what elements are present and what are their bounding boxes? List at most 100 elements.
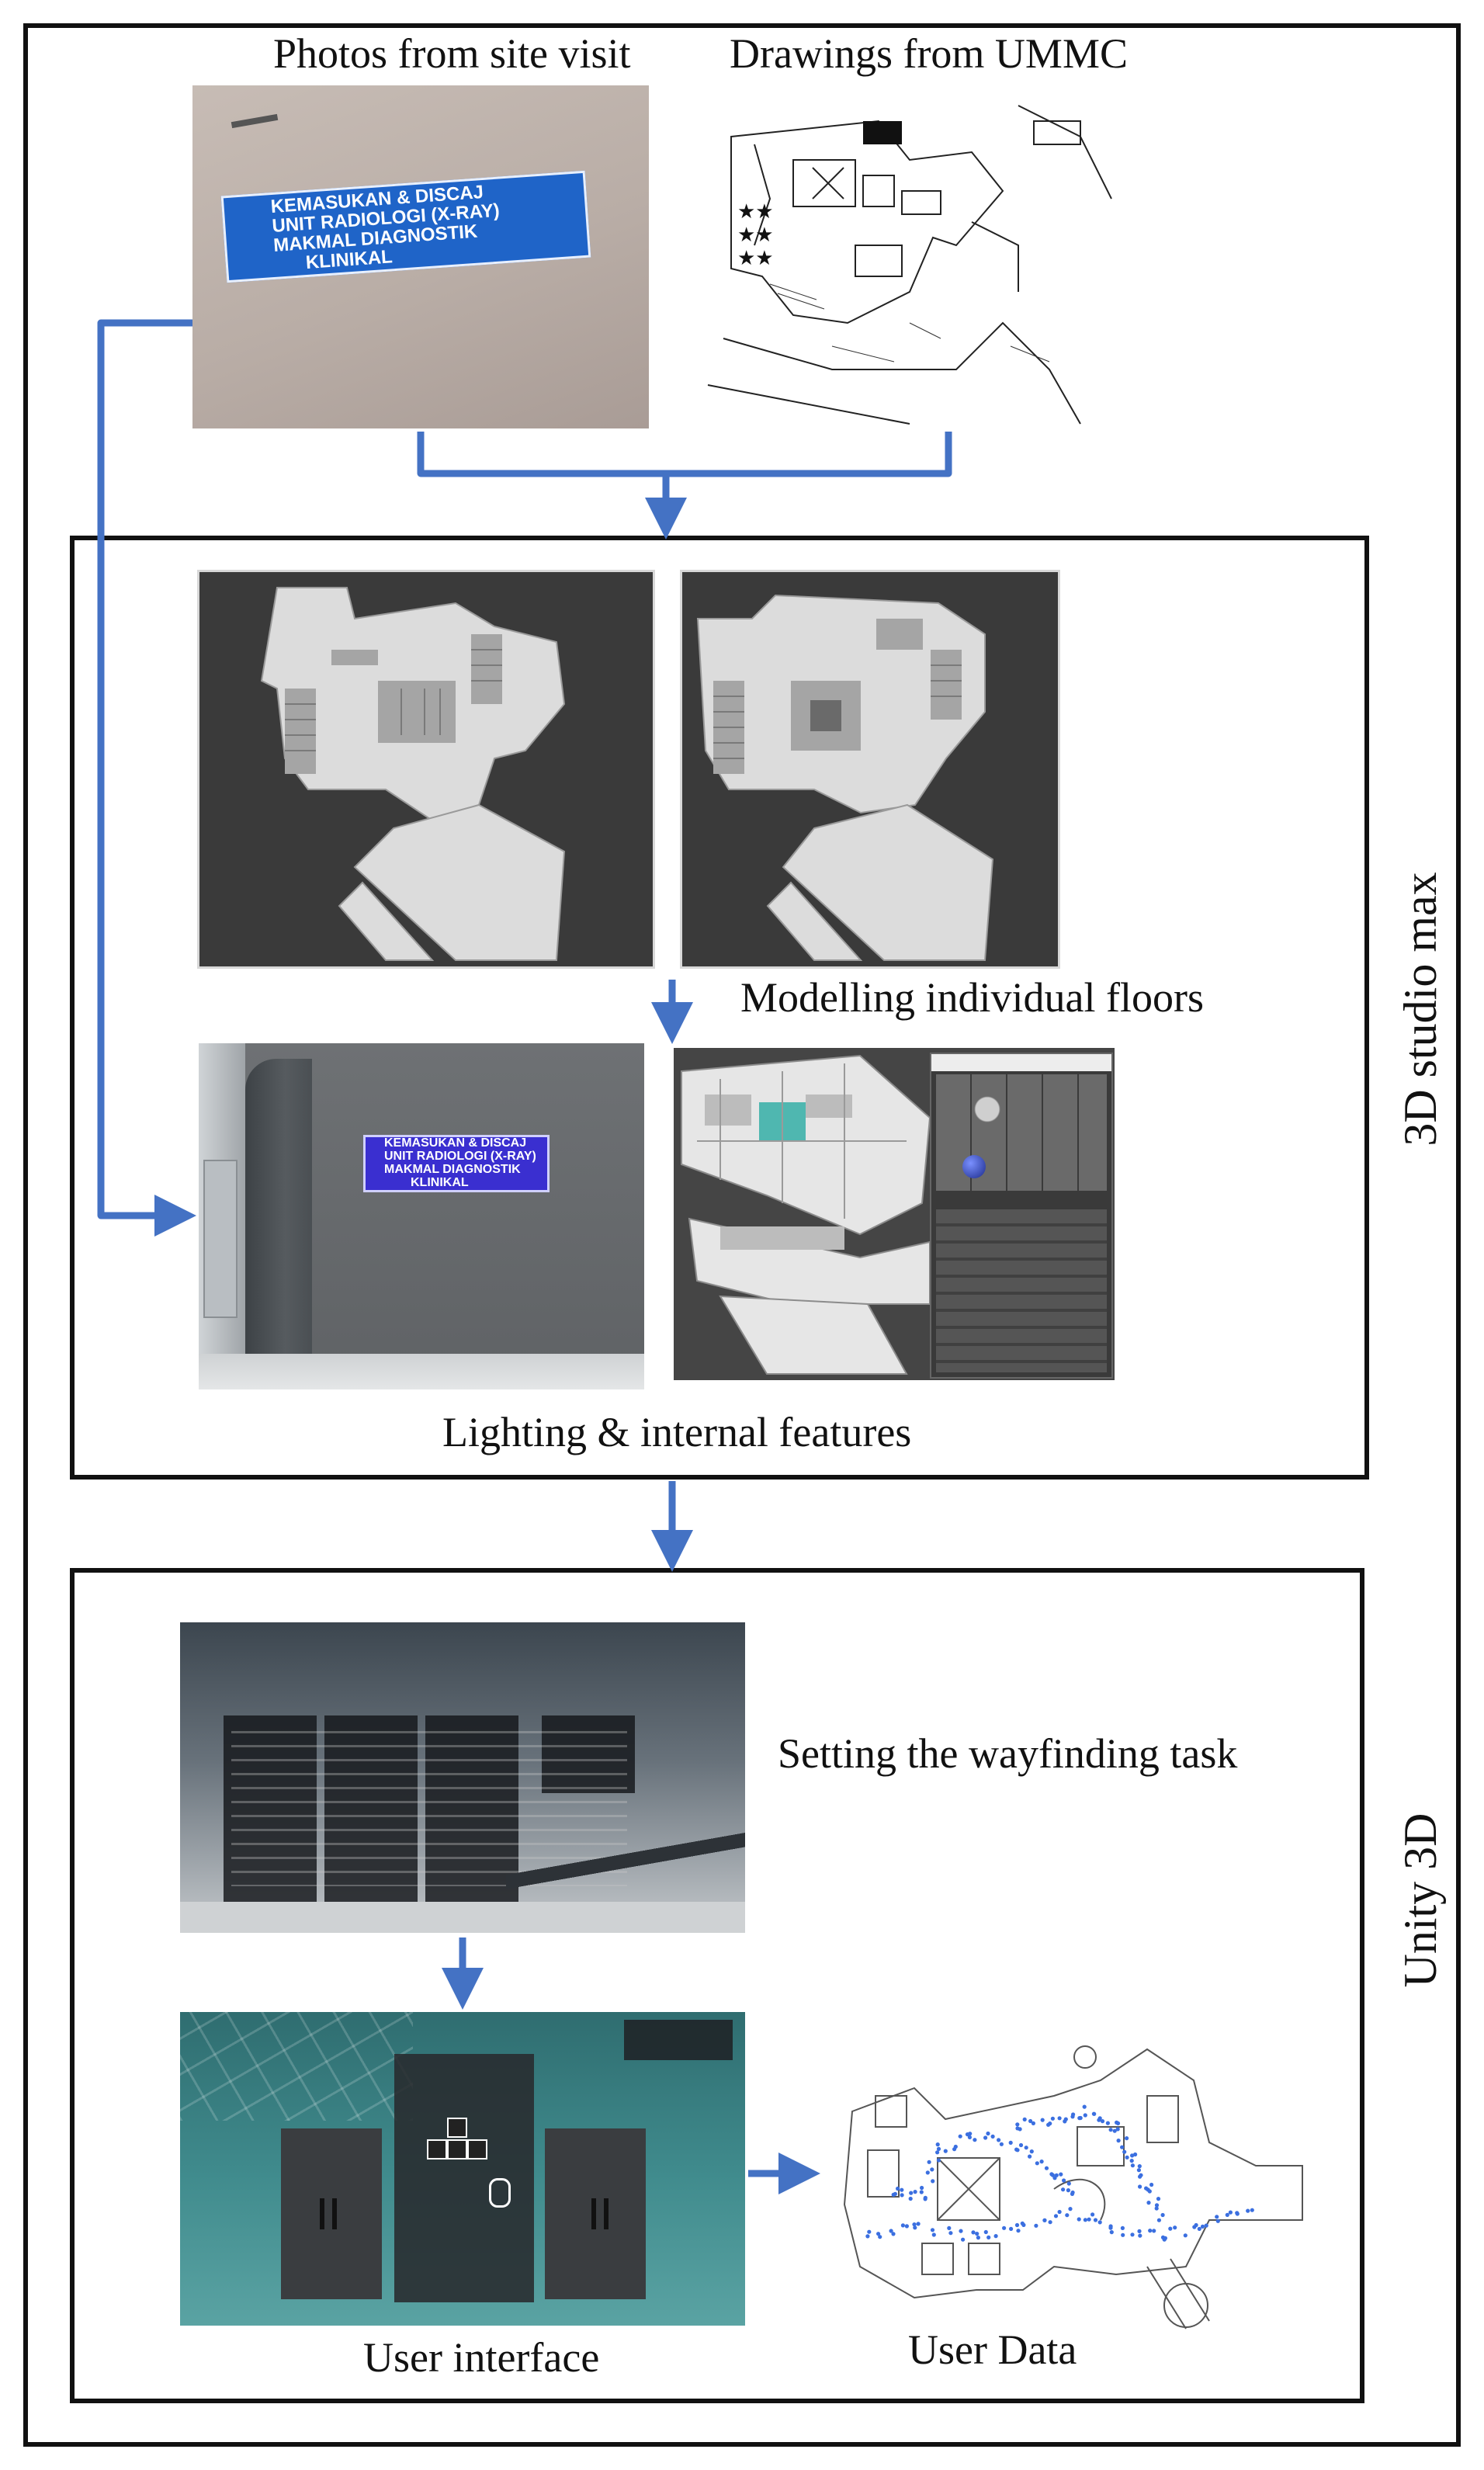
trajectory-dot	[1018, 2142, 1024, 2148]
trajectory-dot	[1215, 2218, 1220, 2223]
trajectory-dot	[1068, 2207, 1073, 2212]
user-data-map	[821, 2034, 1315, 2344]
trajectory-dot	[1152, 2229, 1156, 2233]
trajectory-dot	[900, 2187, 904, 2192]
trajectory-dot	[930, 2228, 935, 2232]
ui-panel-3	[425, 1715, 518, 1902]
key-left	[427, 2139, 447, 2160]
trajectory-dot	[935, 2150, 940, 2155]
trajectory-dot	[983, 2135, 988, 2140]
modelling-label: Modelling individual floors	[740, 974, 1204, 1021]
key-right	[467, 2139, 487, 2160]
trajectory-dot	[891, 2192, 896, 2197]
ui-panel-2	[324, 1715, 418, 1910]
trajectory-dot	[900, 2193, 904, 2198]
trajectory-dot	[1116, 2139, 1121, 2143]
mouse-icon	[489, 2178, 511, 2208]
trajectory-dot	[1083, 2113, 1087, 2118]
trajectory-dot	[912, 2222, 917, 2227]
trajectory-dot	[1015, 2122, 1020, 2127]
trajectory-dot	[896, 2186, 900, 2191]
trajectory-dot	[1093, 2218, 1098, 2222]
trajectory-dot	[1173, 2225, 1177, 2230]
material-sphere-blue	[962, 1155, 986, 1178]
trajectory-dot	[1235, 2212, 1240, 2216]
trajectory-dot	[1120, 2225, 1125, 2230]
trajectory-dot	[973, 2138, 977, 2142]
door-left	[281, 2128, 382, 2299]
ui-panel-1	[224, 1715, 317, 1902]
trajectory-dot	[1077, 2217, 1081, 2222]
arrow-keys	[425, 2118, 487, 2164]
trajectory-dot	[1200, 2224, 1205, 2229]
trajectory-dot	[920, 2185, 924, 2191]
trajectory-dot	[1137, 2164, 1142, 2169]
trajectory-dot	[1146, 2201, 1151, 2205]
interior-render: KEMASUKAN & DISCAJ UNIT RADIOLOGI (X-RAY…	[199, 1043, 644, 1389]
task-box	[624, 2020, 733, 2060]
trajectory-dot	[916, 2222, 921, 2226]
trajectory-dot	[983, 2229, 988, 2235]
trajectory-dot	[1031, 2121, 1035, 2125]
trajectory-dot	[1130, 2153, 1135, 2158]
key-up	[447, 2118, 467, 2138]
render-sign-line-4: KLINIKAL	[411, 1175, 469, 1189]
trajectory-dot	[1156, 2218, 1161, 2222]
trajectory-dot	[1225, 2212, 1229, 2217]
trajectory-dot	[936, 2158, 941, 2163]
trajectory-dot	[1053, 2214, 1059, 2218]
trajectory-dot	[930, 2167, 934, 2172]
trajectory-dot	[959, 2229, 963, 2233]
render-sign-line-3: MAKMAL DIAGNOSTIK	[384, 1163, 521, 1176]
trajectory-dot	[1063, 2119, 1067, 2124]
trajectory-dot	[909, 2191, 914, 2195]
trajectory-dot	[1022, 2117, 1027, 2121]
trajectory-dot	[1078, 2115, 1083, 2121]
trajectory-dot	[1035, 2161, 1039, 2166]
ground	[180, 1902, 745, 1933]
door-handle-right	[591, 2198, 609, 2229]
wayfinding-label: Setting the wayfinding task	[778, 1730, 1238, 1777]
trajectory-dot	[986, 2131, 990, 2136]
wayfinding-screenshot	[180, 1622, 745, 1933]
user-data-label: User Data	[908, 2326, 1077, 2373]
trajectory-dot	[891, 2232, 896, 2236]
trajectory-dot	[990, 2134, 995, 2139]
trajectory-dot	[1059, 2172, 1063, 2177]
pillar	[245, 1059, 312, 1389]
trajectory-dot	[1154, 2203, 1160, 2208]
trajectory-dot	[948, 2231, 953, 2236]
trajectory-dot	[1049, 2172, 1054, 2177]
trajectory-dot	[1061, 2187, 1066, 2192]
door-handle-left	[320, 2198, 337, 2229]
trajectory-dot	[1109, 2230, 1114, 2235]
trajectory-dot	[1122, 2149, 1127, 2154]
trajectory-dot	[876, 2232, 881, 2236]
trajectory-dot	[889, 2229, 893, 2233]
trajectory-dot	[865, 2234, 870, 2239]
trajectory-dot	[1120, 2145, 1125, 2149]
material-editor-panel	[930, 1053, 1113, 1379]
trajectory-dot	[913, 2190, 917, 2194]
trajectory-dot	[961, 2237, 966, 2242]
drawings-label: Drawings from UMMC	[730, 30, 1128, 77]
lighting-label: Lighting & internal features	[442, 1409, 912, 1455]
outer-frame	[23, 23, 1461, 2447]
trajectory-dot	[1008, 2140, 1013, 2145]
material-list	[936, 1209, 1107, 1372]
trajectory-dot	[1168, 2226, 1173, 2231]
trajectory-dot	[1137, 2229, 1142, 2233]
trajectory-dot	[1138, 2233, 1142, 2238]
trajectory-dot	[1066, 2181, 1071, 2186]
trajectory-dot	[935, 2142, 940, 2147]
trajectory-dot	[931, 2179, 935, 2184]
trajectory-dot	[1097, 2220, 1102, 2225]
trajectory-dot	[1015, 2148, 1020, 2153]
trajectory-dot	[1052, 2176, 1057, 2180]
trajectory-dot	[1139, 2173, 1143, 2177]
trajectory-dot	[1125, 2136, 1129, 2141]
trajectory-dot	[1250, 2208, 1254, 2212]
render-sign: KEMASUKAN & DISCAJ UNIT RADIOLOGI (X-RAY…	[363, 1135, 550, 1192]
trajectory-dot	[971, 2230, 976, 2235]
